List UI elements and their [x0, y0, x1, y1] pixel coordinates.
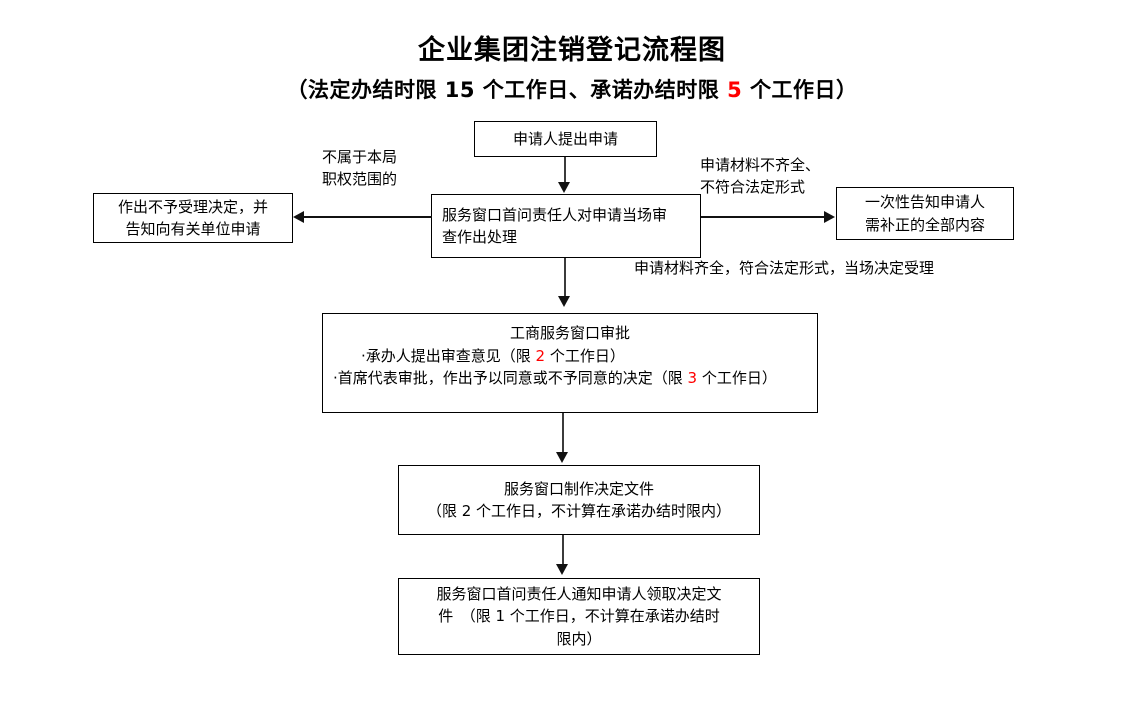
edge-label-out-of-scope-line-2: 职权范围的 — [322, 169, 398, 188]
node-applicant-submits[interactable]: 申请人提出申请 — [474, 121, 657, 157]
node-one-time-notification-line-1: 一次性告知申请人 — [864, 193, 985, 211]
page-title: 企业集团注销登记流程图 — [418, 35, 726, 66]
node-window-review-line-1: 服务窗口首问责任人对申请当场审 — [442, 205, 668, 224]
edge-label-incomplete-line-2: 不符合法定形式 — [700, 177, 806, 196]
node-approval-item-2: ·首席代表审批，作出予以同意或不予同意的决定（限 3 个工作日） — [333, 367, 807, 390]
node-one-time-notification[interactable]: 一次性告知申请人 需补正的全部内容 — [836, 187, 1014, 240]
connector-applicant-to-review — [564, 157, 566, 185]
connector-review-to-notify-correction — [701, 216, 825, 218]
approval-item-1-before: ·承办人提出审查意见（限 — [361, 346, 536, 365]
connector-make-document-to-notify-pickup — [562, 535, 564, 567]
edge-label-incomplete-materials: 申请材料不齐全、 不符合法定形式 — [700, 155, 820, 199]
subtitle-before: （法定办结时限 15 个工作日、承诺办结时限 — [286, 78, 728, 102]
approval-item-2-wrap-tail: 工作日） — [716, 369, 777, 387]
approval-item-2-before: ·首席代表审批，作出予以同意或不予同意的决定（限 — [333, 369, 688, 387]
approval-item-2-highlight-days: 3 — [687, 369, 698, 387]
edge-label-out-of-scope-line-1: 不属于本局 — [322, 148, 398, 166]
arrow-down-applicant-to-review — [558, 182, 570, 193]
node-notify-applicant-pickup-line-3: 限内） — [556, 629, 602, 648]
node-non-acceptance-decision[interactable]: 作出不予受理决定，并 告知向有关单位申请 — [93, 193, 293, 243]
arrow-down-approval-to-make-document — [556, 452, 568, 463]
node-window-review-line-2: 查作出处理 — [442, 228, 518, 246]
edge-label-complete-line-1: 申请材料齐全，符合法定形式，当场决定受理 — [634, 259, 935, 277]
approval-item-1-after: 个工作日） — [545, 346, 625, 365]
node-non-acceptance-line-1: 作出不予受理决定，并 — [117, 197, 268, 216]
edge-label-incomplete-line-1: 申请材料不齐全、 — [700, 156, 821, 174]
node-window-review[interactable]: 服务窗口首问责任人对申请当场审 查作出处理 — [431, 194, 701, 258]
node-business-window-approval[interactable]: 工商服务窗口审批 ·承办人提出审查意见（限 2 个工作日） ·首席代表审批，作出… — [322, 313, 818, 413]
approval-item-2-after: 个 — [697, 369, 717, 387]
connector-approval-to-make-document — [562, 413, 564, 455]
node-make-decision-document-line-2: （限 2 个工作日，不计算在承诺办结时限内） — [426, 502, 732, 520]
connector-review-to-approval — [564, 258, 566, 298]
arrow-down-make-document-to-notify-pickup — [556, 564, 568, 575]
arrow-down-review-to-approval — [558, 296, 570, 307]
arrow-right-review-to-notify-correction — [824, 211, 835, 223]
node-notify-applicant-pickup-line-1: 服务窗口首问责任人通知申请人领取决定文 — [436, 584, 722, 603]
connector-review-to-reject — [304, 216, 432, 218]
approval-item-1-highlight-days: 2 — [535, 346, 546, 365]
node-one-time-notification-line-2: 需补正的全部内容 — [864, 215, 985, 234]
node-make-decision-document-line-1: 服务窗口制作决定文件 — [503, 479, 654, 498]
node-notify-applicant-pickup-line-2: 件 （限 1 个工作日，不计算在承诺办结时 — [438, 607, 720, 626]
node-make-decision-document[interactable]: 服务窗口制作决定文件 （限 2 个工作日，不计算在承诺办结时限内） — [398, 465, 760, 535]
arrow-left-review-to-reject — [293, 211, 304, 223]
node-approval-heading: 工商服务窗口审批 — [509, 324, 630, 342]
node-approval-item-1: ·承办人提出审查意见（限 2 个工作日） — [333, 345, 807, 368]
node-non-acceptance-line-2: 告知向有关单位申请 — [125, 220, 261, 238]
subtitle-highlight-days: 5 — [727, 78, 743, 102]
node-applicant-submits-line-1: 申请人提出申请 — [512, 129, 618, 148]
edge-label-complete-materials: 申请材料齐全，符合法定形式，当场决定受理 — [634, 258, 934, 280]
subtitle-after: 个工作日） — [742, 78, 858, 102]
node-notify-applicant-pickup[interactable]: 服务窗口首问责任人通知申请人领取决定文 件 （限 1 个工作日，不计算在承诺办结… — [398, 578, 760, 655]
page-subtitle: （法定办结时限 15 个工作日、承诺办结时限 5 个工作日） — [0, 74, 1144, 104]
edge-label-out-of-scope: 不属于本局 职权范围的 — [322, 147, 397, 191]
